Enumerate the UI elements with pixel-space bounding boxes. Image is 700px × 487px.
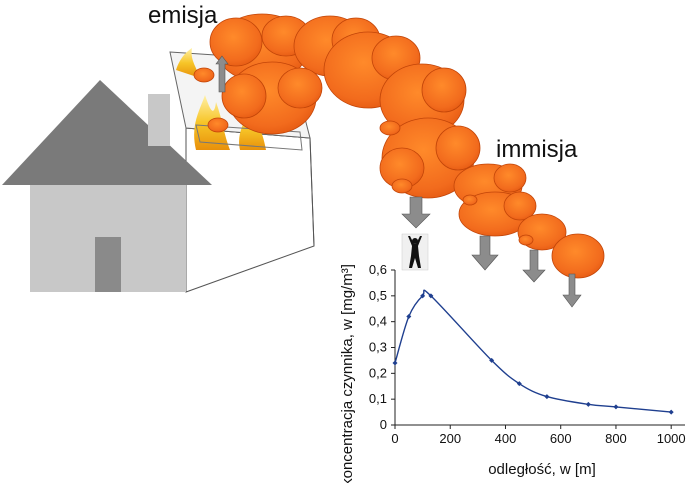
smoke-cloud-icon bbox=[458, 191, 537, 237]
y-tick-label: 0,6 bbox=[369, 262, 387, 277]
x-tick-label: 0 bbox=[391, 431, 398, 446]
arrow-down-icon bbox=[522, 249, 546, 283]
deposition-arrows bbox=[401, 196, 582, 308]
smoke-cloud-icon bbox=[221, 61, 323, 135]
chart-axes bbox=[394, 270, 685, 426]
person-icon bbox=[401, 233, 429, 271]
data-point bbox=[544, 394, 550, 400]
y-tick-label: 0,4 bbox=[369, 314, 387, 329]
chart-ticks: 0 0,1 0,2 0,3 0,4 0,5 0,6 0 200 400 600 800 1000 bbox=[369, 262, 686, 446]
x-tick-label: 800 bbox=[605, 431, 627, 446]
data-point bbox=[392, 360, 398, 366]
data-point bbox=[420, 293, 426, 299]
x-tick-label: 1000 bbox=[657, 431, 686, 446]
y-tick-label: 0,1 bbox=[369, 391, 387, 406]
data-point bbox=[406, 314, 412, 319]
data-point bbox=[428, 293, 434, 299]
arrow-down-icon bbox=[401, 196, 431, 229]
data-point bbox=[613, 404, 619, 410]
data-point bbox=[668, 409, 674, 415]
x-tick-label: 600 bbox=[550, 431, 572, 446]
concentration-chart: 0 0,1 0,2 0,3 0,4 0,5 0,6 0 200 400 600 800 1000 odl… bbox=[339, 262, 686, 483]
x-tick-label: 200 bbox=[439, 431, 461, 446]
arrow-down-icon bbox=[471, 235, 499, 271]
y-axis-label: koncentracja czynnika, w [mg/m³] bbox=[339, 264, 356, 483]
y-tick-label: 0,5 bbox=[369, 288, 387, 303]
immission-label: immisja bbox=[496, 136, 578, 163]
series-line bbox=[394, 289, 672, 413]
data-point bbox=[489, 357, 495, 363]
smoke-cloud-icon bbox=[379, 117, 481, 199]
x-tick-label: 400 bbox=[495, 431, 517, 446]
smoke-cloud-icon bbox=[551, 233, 605, 279]
smoke-cloud-icon bbox=[379, 63, 467, 137]
arrow-down-icon bbox=[562, 273, 582, 308]
emission-label: emisja bbox=[148, 2, 218, 29]
y-tick-label: 0,3 bbox=[369, 340, 387, 355]
smoke-plume bbox=[193, 13, 605, 279]
y-tick-label: 0 bbox=[380, 417, 387, 432]
y-tick-label: 0,2 bbox=[369, 365, 387, 380]
data-point bbox=[585, 401, 591, 407]
chart-series bbox=[392, 289, 674, 415]
arrow-up-icon bbox=[215, 55, 229, 93]
x-axis-label: odległość, w [m] bbox=[488, 461, 596, 478]
data-point bbox=[516, 381, 522, 387]
